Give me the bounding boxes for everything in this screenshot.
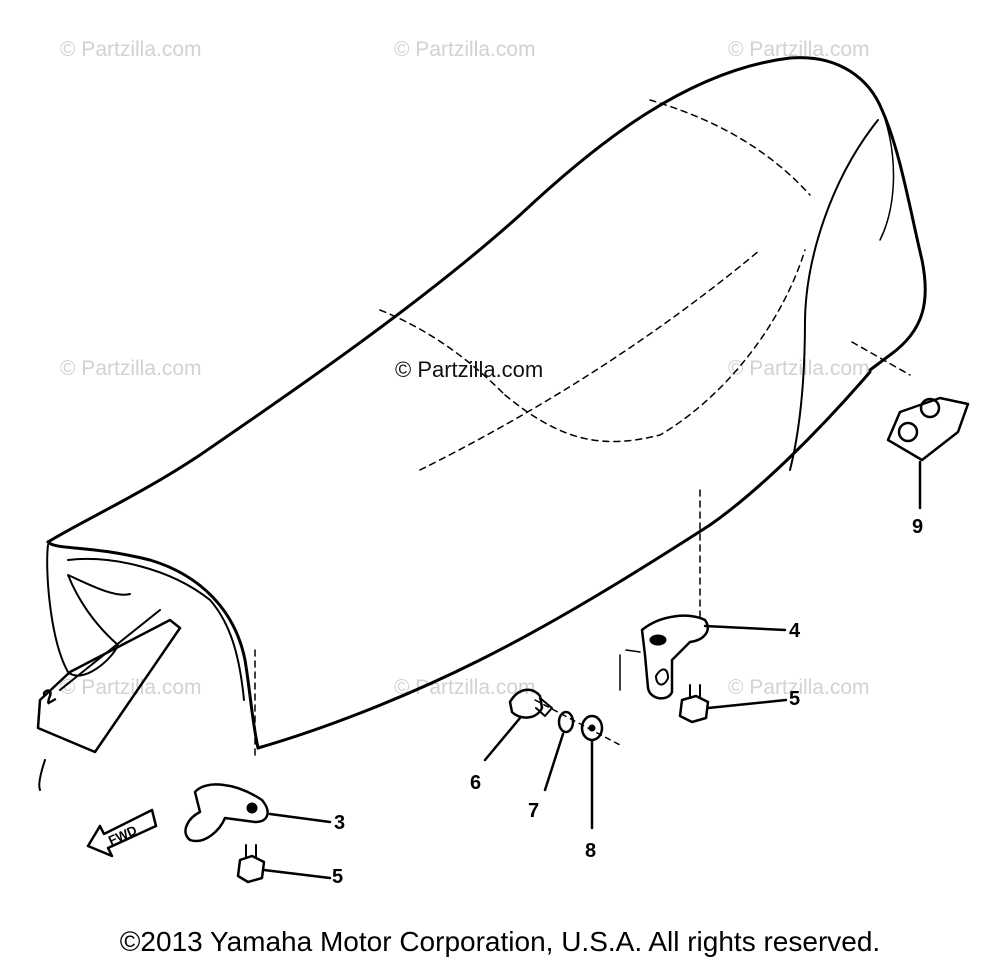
bracket-part-3	[184, 783, 269, 843]
bolt-part-6	[508, 688, 544, 719]
watermark-mid-right: © Partzilla.com	[728, 357, 870, 380]
leader-7	[543, 732, 565, 792]
strap-tail	[38, 759, 46, 791]
leader-6	[483, 716, 522, 762]
watermark-mid-left: © Partzilla.com	[60, 357, 202, 380]
bolt-part-5-lower	[236, 854, 266, 884]
watermark-top-center: © Partzilla.com	[394, 38, 536, 61]
clip-part-9	[886, 396, 970, 462]
callout-6: 6	[470, 772, 482, 794]
washer-part-8	[580, 714, 604, 742]
bracket-hole	[246, 802, 258, 814]
callout-8: 8	[585, 840, 597, 862]
copyright-notice: ©2013 Yamaha Motor Corporation, U.S.A. A…	[119, 926, 881, 957]
watermark-top-left: © Partzilla.com	[60, 38, 202, 61]
fwd-arrow-icon	[86, 808, 158, 858]
callout-3: 3	[334, 812, 346, 834]
seat-rear-skirt	[46, 540, 260, 750]
callout-4: 4	[789, 620, 801, 642]
leader-5-upper	[706, 698, 788, 710]
seat-rear-inner	[67, 557, 245, 701]
leader-5-lower	[262, 868, 332, 880]
bolt-part-5-upper	[678, 694, 710, 724]
washer-part-7	[557, 710, 575, 734]
seat-nose-line	[879, 109, 895, 241]
watermark-bottom-center: © Partzilla.com	[394, 676, 536, 699]
seat-outline	[46, 56, 927, 544]
seat-rear-pocket	[46, 544, 131, 677]
callout-5-upper: 5	[789, 688, 801, 710]
stitch-line-2	[504, 249, 806, 443]
fwd-label: FWD	[106, 822, 139, 848]
stitch-line-1	[379, 309, 506, 396]
leader-clip	[851, 341, 911, 376]
callout-9: 9	[912, 516, 924, 538]
callout-7: 7	[528, 800, 540, 822]
leader-bolt	[534, 699, 621, 746]
watermark-bottom-left: © Partzilla.com	[60, 676, 202, 699]
watermark-center: © Partzilla.com	[395, 357, 544, 382]
strap-part-2	[36, 618, 182, 754]
watermark-top-right: © Partzilla.com	[728, 38, 870, 61]
leader-4	[703, 624, 787, 632]
leader-3	[268, 812, 332, 824]
stitch-line-4	[419, 249, 761, 471]
seat-right-side	[256, 370, 872, 750]
bracket-part-4	[640, 614, 709, 700]
stitch-line-3	[649, 99, 811, 196]
seat-side-line	[789, 119, 879, 471]
callout-5-lower: 5	[332, 866, 344, 888]
watermark-bottom-right: © Partzilla.com	[728, 676, 870, 699]
leader-2	[59, 609, 161, 691]
